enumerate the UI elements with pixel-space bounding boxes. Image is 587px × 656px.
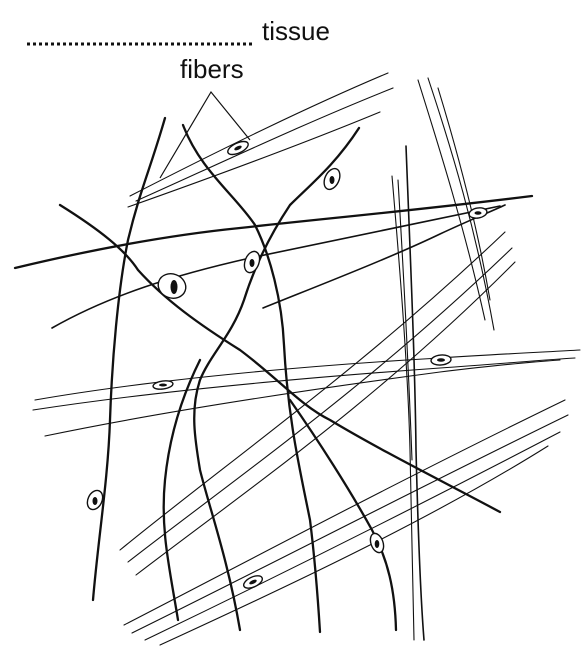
elastic-fiber bbox=[183, 125, 320, 632]
elastic-fiber bbox=[290, 400, 396, 630]
nucleus bbox=[368, 532, 386, 555]
fibers-label: fibers bbox=[180, 54, 244, 84]
collagen-fiber bbox=[160, 446, 548, 645]
collagen-fiber bbox=[130, 73, 388, 196]
elastic-fibers bbox=[15, 118, 532, 632]
nucleus bbox=[242, 249, 263, 274]
elastic-fiber bbox=[93, 118, 165, 600]
collagen-fiber bbox=[136, 88, 393, 201]
collagen-fiber bbox=[128, 112, 380, 207]
collagen-fiber bbox=[128, 248, 512, 562]
tissue-label: tissue bbox=[262, 16, 330, 46]
collagen-fiber bbox=[398, 180, 412, 460]
elastic-fiber bbox=[263, 205, 505, 308]
collagen-fiber bbox=[418, 80, 485, 320]
nucleus bbox=[153, 380, 174, 391]
collagen-fibers bbox=[33, 73, 580, 645]
collagen-fiber bbox=[145, 432, 560, 640]
nucleus bbox=[431, 354, 452, 366]
collagen-fiber bbox=[438, 88, 490, 300]
collagen-fiber bbox=[35, 350, 580, 400]
